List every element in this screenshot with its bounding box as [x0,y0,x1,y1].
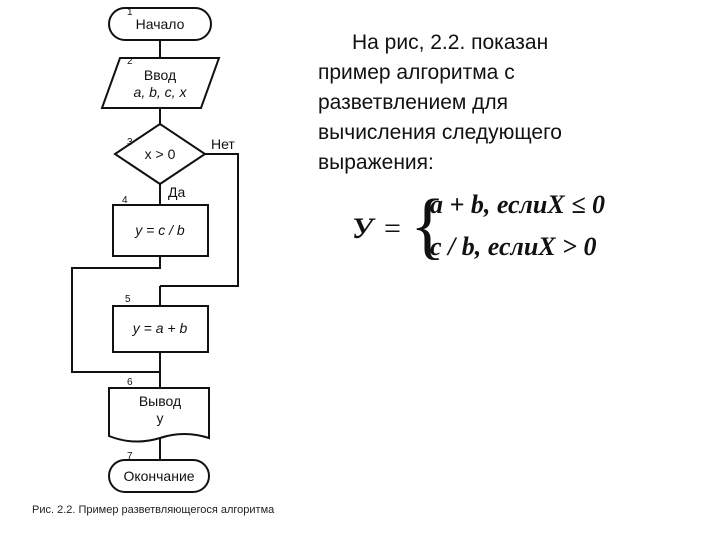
formula-brace-icon: { [410,185,446,267]
formula-case-2: c / b, еслиX > 0 [430,232,597,261]
start-node [108,7,212,41]
description-line-4: вычисления следующего [318,121,562,144]
node-number-5: 5 [125,294,131,305]
node-number-1: 1 [127,7,133,18]
node-number-3: 3 [127,137,133,148]
flowchart-diagram: 1 2 3 4 5 6 7 Начало Ввод a, b, c, x x >… [71,7,239,493]
input-variables: a, b, c, x [134,84,188,100]
process-node-y-c-b [112,204,209,257]
node-number-2: 2 [127,56,133,67]
edge-label-yes: Да [168,184,185,200]
input-node [100,57,221,109]
description-line-2: пример алгоритма с [318,61,515,84]
start-label: Начало [136,16,185,32]
formula-case-1: a + b, еслиX ≤ 0 [430,190,605,219]
edge-label-no: Нет [211,136,235,152]
process-label-y-a-b: y = a + b [132,320,188,336]
edge-3-5-no [160,153,239,287]
edge-4-merge [71,256,161,373]
formula-lhs: У [352,212,373,245]
end-node [108,459,210,493]
condition-label: x > 0 [145,146,176,162]
node-number-7: 7 [127,451,133,462]
process-node-y-a-b [112,305,209,353]
output-label: Вывод [139,393,181,409]
figure-caption: Рис. 2.2. Пример разветвляющегося алгори… [32,504,275,516]
description-line-1: На рис, 2.2. показан [352,31,549,54]
output-variable: y [157,410,164,426]
formula-equals: = [384,212,401,245]
input-label: Ввод [144,67,176,83]
description-line-5: выражения: [318,151,434,174]
process-label-y-c-b: y = c / b [134,222,185,238]
piecewise-formula: У = { a + b, еслиX ≤ 0 c / b, еслиX > 0 [352,186,662,276]
end-label: Окончание [123,468,194,484]
node-number-4: 4 [122,195,128,206]
description-line-3: разветвлением для [318,91,509,114]
description-text: На рис, 2.2. показан пример алгоритма с … [318,28,648,178]
output-node [108,387,210,443]
condition-node [113,122,207,186]
node-number-6: 6 [127,377,133,388]
